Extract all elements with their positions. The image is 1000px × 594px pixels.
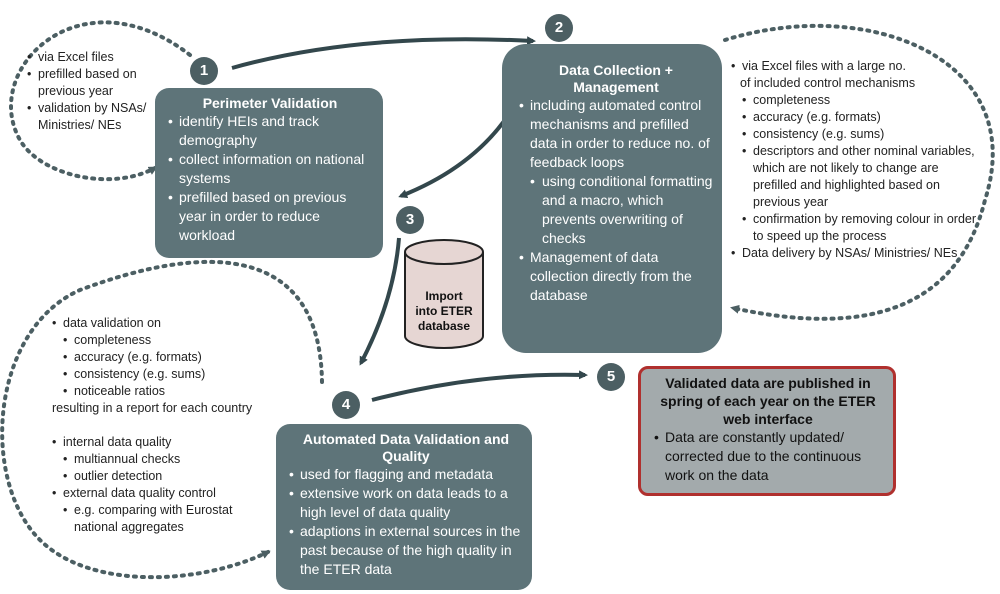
list-item: outlier detection [52,468,292,485]
spacer [52,417,292,434]
list-item: external data quality control [52,485,292,502]
data-collection-title-line1: Data Collection + [559,62,673,78]
list-item: via Excel files [27,49,167,66]
step-number-2: 2 [545,14,573,42]
published-data-box: Validated data are published in spring o… [638,366,896,496]
list-item: validation by NSAs/ Ministries/ NEs [27,100,167,134]
database-cylinder [404,239,484,349]
database-label-line1: Import [425,289,463,303]
data-collection-title-line2: Management [573,79,659,95]
annotation-perimeter: via Excel files prefilled based on previ… [27,49,167,134]
list-item: consistency (e.g. sums) [731,126,981,143]
loop-left-top [9,20,192,182]
data-collection-title: Data Collection + Management [518,62,714,96]
loop-right [723,23,995,321]
list-item: completeness [731,92,981,109]
list-item: accuracy (e.g. formats) [731,109,981,126]
automated-validation-title: Automated Data Validation and Quality [288,431,524,465]
list-item: via Excel files with a large no. [731,58,981,75]
data-collection-box: Data Collection + Management including a… [502,44,722,353]
list-item: internal data quality [52,434,292,451]
automated-validation-title-line1: Automated Data Validation and [302,431,510,447]
list-item: extensive work on data leads to a high l… [288,484,524,522]
list-item: e.g. comparing with Eurostat national ag… [52,502,244,536]
list-item: noticeable ratios [52,383,292,400]
list-item: Data delivery by NSAs/ Ministries/ NEs [731,245,981,262]
database-label: Import into ETER database [406,289,482,334]
perimeter-validation-list: identify HEIs and track demography colle… [167,112,373,245]
database-label-line2: into ETER [415,304,473,318]
list-item: used for flagging and metadata [288,465,524,484]
perimeter-validation-title: Perimeter Validation [202,95,338,111]
data-collection-list: including automated control mechanisms a… [518,96,714,305]
list-item: accuracy (e.g. formats) [52,349,292,366]
arrow-4-to-5 [371,370,588,402]
step-number-5: 5 [597,363,625,391]
step-number-3: 3 [396,206,424,234]
arrow-3-to-4 [359,237,401,366]
list-item: including automated control mechanisms a… [518,96,714,172]
list-item-continuation: of included control mechanisms [740,76,916,90]
list-item-text: resulting in a report for each country [52,401,253,415]
list-item: prefilled based on previous year in orde… [167,188,373,245]
automated-validation-list: used for flagging and metadata extensive… [288,465,524,579]
list-item: completeness [52,332,292,349]
database-label-line3: database [417,319,471,333]
list-item: using conditional formatting and a macro… [518,172,714,248]
automated-validation-title-line2: Quality [382,448,430,464]
perimeter-validation-box: Perimeter Validation identify HEIs and t… [155,88,383,258]
list-item: adaptions in external sources in the pas… [288,522,524,579]
list-item: collect information on national systems [167,150,373,188]
list-item: multiannual checks [52,451,292,468]
list-item: confirmation by removing colour in order… [731,211,981,245]
step-number-4: 4 [332,391,360,419]
loop-left-bottom [0,260,324,580]
arrow-1-to-2 [231,36,536,70]
annotation-data-collection: via Excel files with a large no. of incl… [731,58,981,262]
list-item: descriptors and other nominal variables,… [731,143,981,211]
list-item: consistency (e.g. sums) [52,366,292,383]
list-item: Data are constantly updated/ corrected d… [653,428,883,485]
annotation-automated-validation: data validation on completeness accuracy… [52,315,292,536]
list-item: identify HEIs and track demography [167,112,373,150]
published-data-title: Validated data are published in spring o… [660,375,876,427]
automated-validation-box: Automated Data Validation and Quality us… [276,424,532,590]
published-data-list: Data are constantly updated/ corrected d… [653,428,883,485]
list-item: prefilled based on previous year [27,66,167,100]
list-item: Management of data collection directly f… [518,248,714,305]
step-number-1: 1 [190,57,218,85]
list-item: data validation on [52,315,292,332]
